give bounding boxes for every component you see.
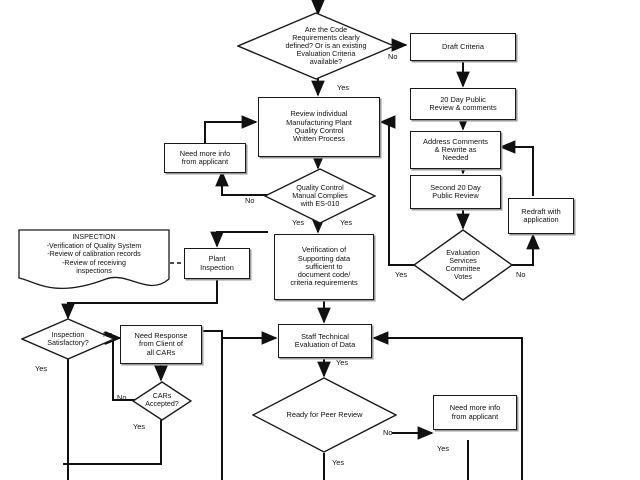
decision-ready-peer-review-label: Ready for Peer Review	[286, 409, 363, 419]
process-staff-technical-line1: Staff Technical	[301, 331, 349, 341]
decision-esc-votes-line2: Services	[449, 255, 477, 265]
edge-label-esc-no: No	[516, 270, 526, 279]
decision-shape	[252, 377, 397, 453]
process-need-response-line3: all CARs	[146, 347, 176, 357]
process-verification-supporting-line1: Verification of	[301, 245, 347, 255]
edge-label-insp-no: No	[103, 330, 113, 339]
decision-cars-accepted-line2: Accepted?	[145, 400, 179, 408]
edge-label-peer-yes: Yes	[332, 458, 345, 467]
process-verification-supporting-line4: document code/	[297, 270, 351, 280]
process-need-response-line1: Need Response	[134, 331, 188, 341]
edge-label-esc-yes: Yes	[395, 270, 408, 279]
decision-code-requirements-line4: Evaluation Criteria	[296, 49, 356, 59]
process-verification-supporting-line2: Supporting data	[297, 253, 351, 263]
process-verification-supporting[interactable]: Verification of Supporting data sufficie…	[274, 234, 374, 300]
decision-qc-manual[interactable]: Quality Control Manual Complies with ES-…	[264, 168, 376, 224]
process-redraft[interactable]: Redraft with application	[508, 198, 574, 234]
decision-ready-peer-review[interactable]: Ready for Peer Review	[252, 377, 397, 453]
decision-esc-votes-line4: Votes	[454, 272, 472, 282]
process-draft-criteria[interactable]: Draft Criteria	[410, 33, 516, 61]
decision-inspection-satisfactory[interactable]: Inspection Satisfactory?	[21, 318, 115, 360]
document-inspection-line3: -Review of receiving	[62, 258, 126, 267]
edge-label-qc-yes: Yes	[292, 218, 305, 227]
process-plant-inspection[interactable]: Plant Inspection	[184, 248, 250, 279]
decision-shape	[237, 12, 395, 80]
process-redraft-line1: Redraft with	[521, 206, 561, 216]
decision-shape	[132, 381, 192, 421]
process-need-more-info-bottom-line2: from applicant	[451, 411, 499, 421]
document-shape	[18, 229, 170, 289]
process-staff-technical[interactable]: Staff Technical Evaluation of Data	[278, 324, 372, 358]
process-public-review-20[interactable]: 20 Day Public Review & comments	[410, 88, 516, 120]
process-address-comments[interactable]: Address Comments & Rewrite as Needed	[410, 131, 501, 169]
decision-cars-accepted-line1: CARs	[152, 392, 172, 401]
edge-label-cars-yes: Yes	[133, 422, 146, 431]
decision-qc-manual-line1: Quality Control	[296, 182, 344, 192]
process-need-response-line2: from Client of	[139, 339, 183, 349]
decision-code-requirements-line3: defined? Or is an existing	[285, 40, 367, 50]
document-inspection[interactable]: INSPECTION -Verification of Quality Syst…	[18, 229, 170, 291]
edge-label-code-no: No	[388, 52, 398, 61]
edge-label-peer-no: No	[383, 428, 393, 437]
process-address-comments-line3: Needed	[442, 153, 469, 163]
process-staff-technical-line2: Evaluation of Data	[294, 340, 356, 349]
decision-shape	[413, 229, 513, 301]
process-review-individual[interactable]: Review individual Manufacturing Plant Qu…	[258, 97, 380, 157]
process-public-review-20-line1: 20 Day Public	[440, 94, 486, 104]
decision-qc-manual-line3: with ES-010	[300, 199, 340, 209]
process-second-review-line2: Public Review	[432, 191, 479, 200]
process-need-response[interactable]: Need Response from Client of all CARs	[120, 325, 202, 364]
edge-label-esc-yes-upper: Yes	[340, 218, 353, 227]
decision-code-requirements-line2: Requirements clearly	[292, 32, 360, 42]
edge-label-insp-yes: Yes	[35, 364, 48, 373]
edge-label-info-yes: Yes	[437, 444, 450, 453]
edge-label-qc-no: No	[245, 196, 255, 205]
edge-label-staff-yes: Yes	[336, 358, 349, 367]
decision-esc-votes-line3: Committee	[445, 264, 481, 273]
document-inspection-line1: -Verification of Quality System	[46, 241, 142, 250]
decision-code-requirements-line1: Are the Code	[304, 24, 348, 34]
process-draft-criteria-label: Draft Criteria	[442, 41, 484, 51]
process-address-comments-line2: & Rewrite as	[434, 144, 477, 154]
edge-label-code-yes: Yes	[337, 83, 350, 92]
decision-esc-votes[interactable]: Evaluation Services Committee Votes	[413, 229, 513, 301]
decision-shape	[21, 318, 115, 360]
process-plant-inspection-line1: Plant	[208, 254, 226, 264]
process-plant-inspection-line2: Inspection	[200, 262, 234, 272]
decision-inspection-satisfactory-line1: Inspection	[51, 329, 85, 339]
decision-esc-votes-line1: Evaluation	[446, 247, 480, 257]
process-need-more-info-bottom-line1: Need more info	[449, 403, 501, 413]
process-review-individual-line2: Manufacturing Plant	[286, 117, 352, 127]
process-need-more-info-bottom[interactable]: Need more info from applicant	[433, 395, 517, 430]
process-redraft-line2: application	[523, 215, 559, 224]
process-address-comments-line1: Address Comments	[423, 136, 488, 146]
process-need-more-info-top-line1: Need more info	[179, 148, 231, 158]
decision-code-requirements[interactable]: Are the Code Requirements clearly define…	[237, 12, 395, 80]
decision-cars-accepted[interactable]: CARs Accepted?	[132, 381, 192, 421]
document-inspection-line2: -Review of calibration records	[47, 250, 141, 258]
decision-code-requirements-line5: available?	[309, 57, 343, 67]
document-inspection-line4: inspections	[76, 267, 112, 275]
decision-qc-manual-line2: Manual Complies	[292, 190, 348, 200]
decision-inspection-satisfactory-line2: Satisfactory?	[47, 338, 89, 347]
process-verification-supporting-line3: sufficient to	[305, 261, 343, 271]
process-need-more-info-top[interactable]: Need more info from applicant	[164, 143, 246, 173]
process-review-individual-line3: Quality Control	[294, 126, 344, 135]
process-review-individual-line4: Written Process	[292, 134, 345, 144]
process-second-review-line1: Second 20 Day	[430, 182, 481, 192]
process-second-review[interactable]: Second 20 Day Public Review	[410, 175, 501, 209]
decision-shape	[264, 168, 376, 224]
process-public-review-20-line2: Review & comments	[429, 103, 497, 112]
process-need-more-info-top-line2: from applicant	[181, 157, 229, 166]
process-review-individual-line1: Review individual	[290, 109, 348, 119]
process-verification-supporting-line5: criteria requirements	[290, 278, 358, 288]
edge-label-cars-no: No	[117, 393, 127, 402]
document-inspection-title: INSPECTION	[72, 233, 116, 241]
